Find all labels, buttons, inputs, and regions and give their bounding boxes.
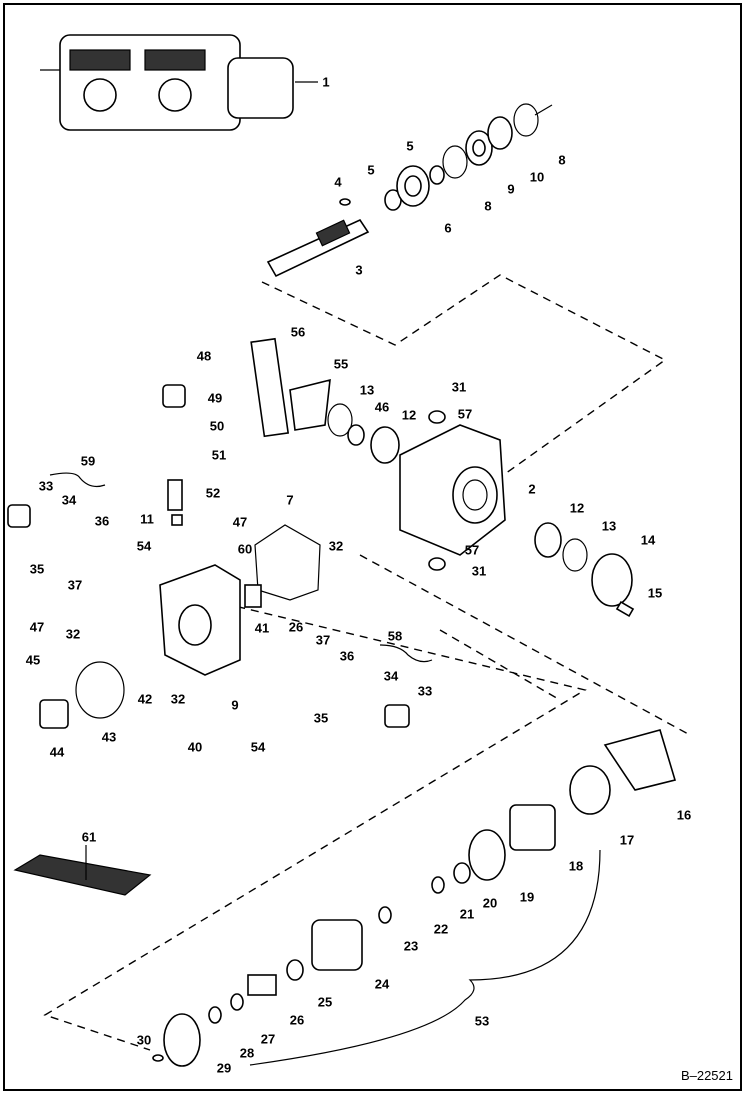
callout-57a: 57 — [457, 406, 473, 422]
callout-47a: 47 — [232, 514, 248, 530]
callout-32a: 32 — [328, 538, 344, 554]
callout-41: 41 — [254, 620, 270, 636]
callout-54b: 54 — [250, 739, 266, 755]
callout-9: 9 — [507, 181, 515, 197]
callout-50: 50 — [209, 418, 225, 434]
callout-33b: 33 — [417, 683, 433, 699]
callout-54a: 54 — [136, 538, 152, 554]
callout-32c: 32 — [170, 691, 186, 707]
callout-2: 2 — [528, 481, 536, 497]
rotating-group — [152, 729, 677, 1067]
callout-30: 30 — [136, 1032, 152, 1048]
callout-8a: 8 — [484, 198, 492, 214]
callout-33a: 33 — [38, 478, 54, 494]
callout-6: 6 — [444, 220, 452, 236]
alignment-lines — [43, 274, 691, 1051]
callout-49: 49 — [207, 390, 223, 406]
callout-31b: 31 — [471, 563, 487, 579]
callout-43: 43 — [101, 729, 117, 745]
callout-12b: 12 — [569, 500, 585, 516]
callout-27: 27 — [260, 1031, 276, 1047]
callout-18: 18 — [568, 858, 584, 874]
callout-34a: 34 — [61, 492, 77, 508]
left-plates — [250, 337, 400, 601]
callout-40: 40 — [187, 739, 203, 755]
callout-47b: 47 — [29, 619, 45, 635]
callout-13b: 13 — [601, 518, 617, 534]
callout-16: 16 — [676, 807, 692, 823]
callout-10: 10 — [529, 169, 545, 185]
callout-58: 58 — [387, 628, 403, 644]
callout-59: 59 — [80, 453, 96, 469]
callout-26: 26 — [289, 1012, 305, 1028]
callout-8b: 8 — [558, 152, 566, 168]
decal — [13, 845, 152, 896]
callout-4: 4 — [334, 174, 342, 190]
callout-44: 44 — [49, 744, 65, 760]
callout-55: 55 — [333, 356, 349, 372]
pump-assembly — [40, 34, 318, 131]
callout-23: 23 — [403, 938, 419, 954]
callout-37b: 37 — [315, 632, 331, 648]
right-cover-group — [534, 522, 635, 618]
callout-52: 52 — [205, 485, 221, 501]
callout-20: 20 — [482, 895, 498, 911]
callout-35a: 35 — [29, 561, 45, 577]
callout-34b: 34 — [383, 668, 399, 684]
callout-37a: 37 — [67, 577, 83, 593]
figure-code: B–22521 — [680, 1068, 733, 1083]
callout-19: 19 — [519, 889, 535, 905]
callout-21: 21 — [459, 906, 475, 922]
pump-housing — [399, 410, 506, 571]
callout-3: 3 — [355, 262, 363, 278]
callout-7: 7 — [286, 492, 294, 508]
callout-12a: 12 — [401, 407, 417, 423]
callout-15: 15 — [647, 585, 663, 601]
callout-51: 51 — [211, 447, 227, 463]
callout-32b: 32 — [65, 626, 81, 642]
callout-36a: 36 — [94, 513, 110, 529]
callout-61: 61 — [81, 829, 97, 845]
callout-25: 25 — [317, 994, 333, 1010]
callout-5a: 5 — [367, 162, 375, 178]
callout-29: 29 — [216, 1060, 232, 1076]
callout-11: 11 — [140, 511, 154, 527]
callout-9b: 9 — [231, 697, 239, 713]
callout-42: 42 — [137, 691, 153, 707]
callout-57b: 57 — [464, 542, 480, 558]
valve-block — [7, 384, 410, 729]
callout-46: 46 — [374, 399, 390, 415]
callout-5b: 5 — [406, 138, 414, 154]
callout-26b: 26 — [288, 619, 304, 635]
callout-45: 45 — [25, 652, 41, 668]
callout-36b: 36 — [339, 648, 355, 664]
callout-28: 28 — [239, 1045, 255, 1061]
callout-13a: 13 — [359, 382, 375, 398]
diagram-frame — [3, 3, 742, 1091]
kit-braces — [49, 472, 433, 663]
callout-60: 60 — [237, 541, 253, 557]
callout-17: 17 — [619, 832, 635, 848]
input-shaft-group — [266, 103, 553, 278]
callout-24: 24 — [374, 976, 390, 992]
callout-31a: 31 — [451, 379, 467, 395]
callout-48: 48 — [196, 348, 212, 364]
callout-1: 1 — [322, 74, 330, 90]
callout-56: 56 — [290, 324, 306, 340]
callout-35b: 35 — [313, 710, 329, 726]
callout-53: 53 — [474, 1013, 490, 1029]
callout-22: 22 — [433, 921, 449, 937]
callout-14: 14 — [640, 532, 656, 548]
